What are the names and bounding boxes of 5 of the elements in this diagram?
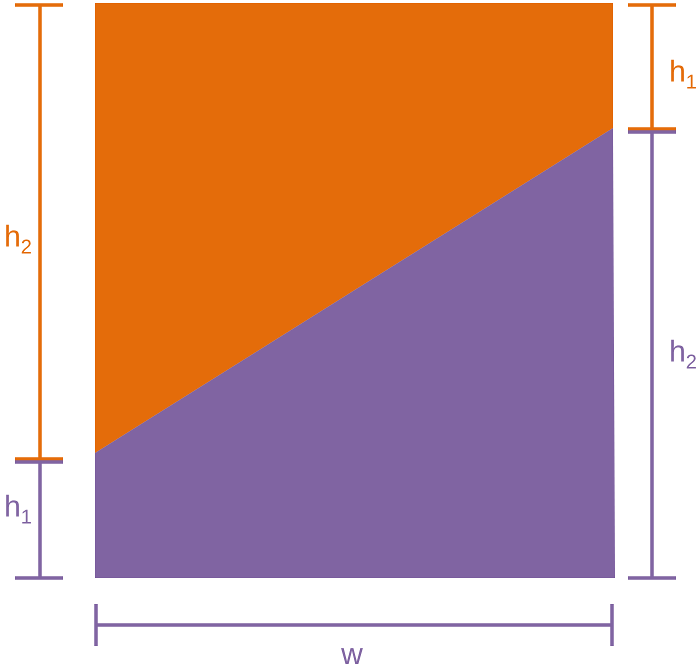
dimension-label: h$_{2}$ xyxy=(669,338,697,372)
dimension-label: h$_{1}$ xyxy=(669,58,697,92)
dimension-label: h$_{2}$ xyxy=(4,222,32,258)
dimension-label: w xyxy=(341,640,363,669)
dimension-label: h$_{1}$ xyxy=(4,492,32,528)
